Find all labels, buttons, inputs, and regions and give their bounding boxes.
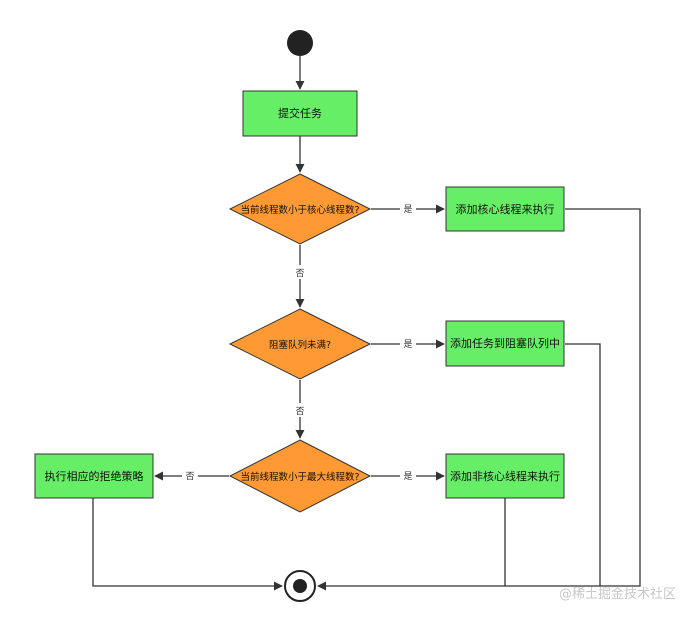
decision-label: 阻塞队列未满? [269,339,331,351]
task-label: 提交任务 [278,106,322,120]
edge-label-yes: 是 [403,471,412,482]
start-node [287,30,313,56]
edge-label-no: 否 [185,471,194,482]
task-label: 添加非核心线程来执行 [450,469,560,483]
edge-addcore-end [317,208,641,591]
task-reject-policy: 执行相应的拒绝策略 [34,453,154,499]
edge-label-no: 否 [295,406,304,417]
decision-queue-not-full: 阻塞队列未满? [228,308,372,380]
task-add-noncore-thread: 添加非核心线程来执行 [445,453,565,499]
task-label: 执行相应的拒绝策略 [45,469,144,483]
edge-label-yes: 是 [403,339,412,350]
edge-labels: 是 是 是 否 否 否 [182,201,416,482]
end-node [284,570,316,602]
decision-max-threads: 当前线程数小于最大线程数? [228,439,372,513]
edge-reject-end [92,498,283,591]
edge-label-yes: 是 [403,204,412,215]
task-add-to-queue: 添加任务到阻塞队列中 [445,320,565,367]
edge-addqueue-end [565,343,601,586]
task-submit: 提交任务 [242,90,358,137]
task-label: 添加核心线程来执行 [456,202,555,216]
task-label: 添加任务到阻塞队列中 [450,336,560,350]
decision-core-threads: 当前线程数小于核心线程数? [228,173,372,245]
decision-label: 当前线程数小于核心线程数? [240,204,359,216]
edge-label-no: 否 [295,268,304,279]
task-add-core-thread: 添加核心线程来执行 [445,186,565,232]
watermark: @稀土掘金技术社区 [559,586,676,602]
decision-label: 当前线程数小于最大线程数? [240,471,359,483]
